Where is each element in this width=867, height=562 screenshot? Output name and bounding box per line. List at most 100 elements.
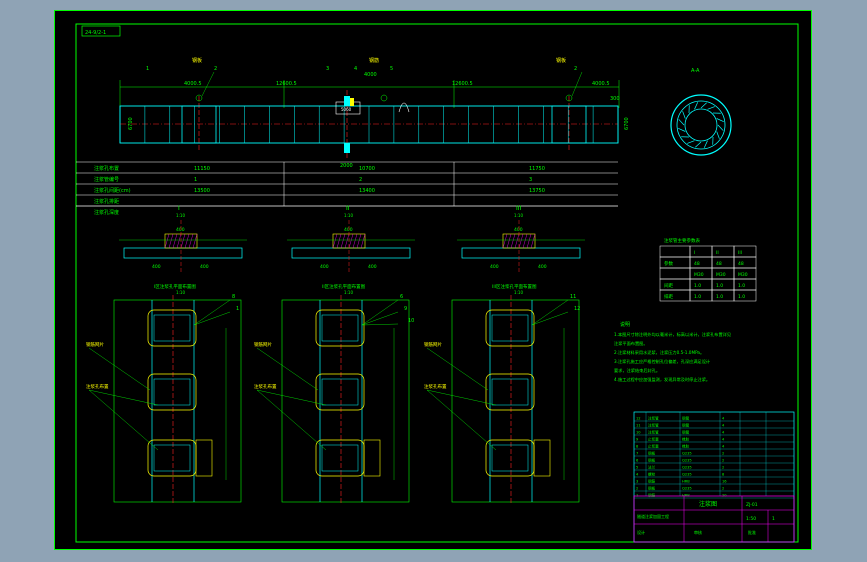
plan-callout: 6 bbox=[400, 294, 403, 300]
parts-cell: 4 bbox=[722, 424, 725, 428]
dim-mid2: 12600.5 bbox=[452, 81, 473, 87]
parts-cell: 11 bbox=[636, 424, 641, 428]
profile-row-v1: 13500 bbox=[194, 188, 210, 194]
profile-row-label: 注浆孔布置 bbox=[94, 165, 119, 172]
parts-cell: 橡胶 bbox=[682, 444, 690, 449]
parts-cell: Q235 bbox=[682, 466, 692, 470]
parts-cell: 注浆管 bbox=[648, 430, 659, 435]
pipe-label: 钢筋网片 bbox=[424, 341, 442, 348]
drawing-sheet[interactable]: 24-9/2-1 4000.5 12600.5 12600.5 4000.5 4… bbox=[54, 10, 812, 550]
plan-scale: 1:10 bbox=[344, 290, 353, 295]
plan-scale: 1:10 bbox=[176, 290, 185, 295]
drawing-canvas: 24-9/2-1 4000.5 12600.5 12600.5 4000.5 4… bbox=[54, 10, 812, 550]
parts-cell: 4 bbox=[636, 473, 639, 477]
parts-cell: 钢板 bbox=[648, 458, 656, 463]
spec-cell: 1.0 bbox=[694, 283, 701, 289]
spec-cell: 1.0 bbox=[738, 283, 745, 289]
outer-frame bbox=[54, 10, 812, 550]
parts-cell: 钢板 bbox=[648, 451, 656, 456]
plan-callout: 8 bbox=[232, 294, 235, 300]
callout-5: 5 bbox=[390, 66, 393, 72]
callout-1: 1 bbox=[146, 66, 149, 72]
spec-cell: 1.0 bbox=[716, 283, 723, 289]
parts-cell: 钢筋 bbox=[648, 479, 656, 484]
parts-cell: Q235 bbox=[682, 473, 692, 477]
parts-cell: 5 bbox=[636, 466, 638, 470]
note-line: 要求，注浆结束后封孔。 bbox=[614, 367, 660, 374]
dim-far: 300 bbox=[610, 96, 620, 102]
parts-cell: 3 bbox=[636, 480, 638, 484]
parts-cell: 1 bbox=[636, 494, 638, 498]
parts-cell: 钢筋 bbox=[648, 493, 656, 498]
profile-row-label: 注浆孔间距(cm) bbox=[94, 187, 131, 194]
parts-cell: 注浆管 bbox=[648, 416, 659, 421]
parts-cell: 9 bbox=[636, 438, 639, 442]
dwg-scale: 1:50 bbox=[746, 516, 756, 522]
pipe-label: 钢筋网片 bbox=[86, 341, 104, 348]
profile-row-label: 注浆孔深度 bbox=[94, 209, 119, 216]
section-dim-b: 400 bbox=[538, 264, 547, 270]
parts-cell: 2 bbox=[722, 466, 724, 470]
section-scale: 1:10 bbox=[176, 213, 185, 218]
note-line: 1.本图尺寸除注明外均以毫米计，标高以米计，注浆孔布置详见 bbox=[614, 331, 731, 338]
parts-cell: 2 bbox=[722, 452, 724, 456]
profile-row-v2: 10700 bbox=[359, 166, 375, 172]
callout-3: 3 bbox=[326, 66, 329, 72]
parts-cell: 钢管 bbox=[682, 423, 690, 428]
plan-callout: 11 bbox=[570, 294, 576, 300]
spec-cell: 48 bbox=[716, 261, 722, 267]
parts-cell: 4 bbox=[722, 445, 725, 449]
parts-cell: 橡胶 bbox=[682, 437, 690, 442]
dim-left: 4000.5 bbox=[184, 81, 202, 87]
profile-row-v1: 1 bbox=[194, 177, 197, 183]
callout-6: 2 bbox=[574, 66, 577, 72]
approver: 批准 bbox=[748, 529, 756, 535]
section-dim-a: 400 bbox=[320, 264, 329, 270]
parts-cell: Q235 bbox=[682, 459, 692, 463]
section-dim-b: 400 bbox=[368, 264, 377, 270]
corner-tag: 24-9/2-1 bbox=[85, 30, 106, 36]
section-id: I bbox=[178, 205, 180, 212]
spec-cell: 间距 bbox=[664, 282, 673, 289]
pipe-label: 钢筋网片 bbox=[254, 341, 272, 348]
parts-cell: 8 bbox=[722, 473, 725, 477]
plan-title: III区注浆孔平面布置图 bbox=[492, 283, 537, 290]
dim-right: 4000.5 bbox=[592, 81, 610, 87]
label-left: 钢板 bbox=[192, 57, 202, 64]
spec-cell: 1.0 bbox=[716, 294, 723, 300]
parts-cell: 注浆管 bbox=[648, 423, 659, 428]
hole-label: 注浆孔布置 bbox=[86, 383, 109, 390]
section-id: III bbox=[516, 205, 522, 212]
parts-cell: 2 bbox=[636, 487, 638, 491]
note-line: 注浆平面布置图。 bbox=[614, 340, 648, 347]
parts-cell: 2 bbox=[722, 487, 724, 491]
parts-cell: 4 bbox=[722, 417, 725, 421]
parts-cell: Q235 bbox=[682, 487, 692, 491]
profile-row-v2: 2 bbox=[359, 177, 362, 183]
spec-cell: 1.0 bbox=[738, 294, 745, 300]
parts-cell: 4 bbox=[722, 431, 725, 435]
section-top-dim: 400 bbox=[514, 227, 523, 233]
parts-cell: 螺栓 bbox=[648, 472, 656, 477]
plan-title: I区注浆孔平面布置图 bbox=[154, 283, 196, 290]
spec-title: 注浆管主要参数表 bbox=[664, 237, 700, 244]
dwg-no: ZJ-01 bbox=[746, 502, 758, 508]
parts-cell: 止浆塞 bbox=[648, 437, 659, 442]
parts-cell: 7 bbox=[636, 452, 638, 456]
project-name: 隧道注浆加固工程 bbox=[637, 513, 669, 519]
profile-row-v1: 11150 bbox=[194, 166, 210, 172]
hole-label: 注浆孔布置 bbox=[254, 383, 277, 390]
spec-cell: I bbox=[694, 250, 695, 256]
parts-cell: 法兰 bbox=[648, 465, 656, 470]
spec-cell: 1.0 bbox=[694, 294, 701, 300]
notes: 说明 1.本图尺寸除注明外均以毫米计，标高以米计，注浆孔布置详见 注浆平面布置图… bbox=[614, 321, 731, 383]
hole-label: 注浆孔布置 bbox=[424, 383, 447, 390]
note-line: 2.注浆材料采用水泥浆，注浆压力0.5-1.0MPa。 bbox=[614, 349, 704, 356]
note-line: 3.注浆孔施工应严格控制孔位偏差，孔深应满足设计 bbox=[614, 358, 710, 365]
